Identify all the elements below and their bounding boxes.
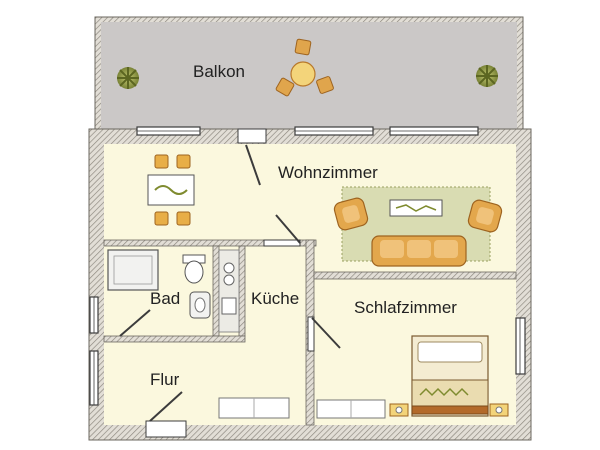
bathroom-fixtures: Bad — [107, 249, 211, 319]
room-label-bad: Bad — [150, 289, 180, 308]
balcony-table-icon — [275, 38, 334, 97]
door-leaf — [311, 317, 341, 349]
armchair-icon — [467, 199, 503, 233]
sofa-icon — [371, 235, 467, 267]
room-label-wohnzimmer: Wohnzimmer — [278, 163, 378, 182]
sink-icon — [189, 291, 211, 319]
wardrobe-icon — [316, 399, 386, 419]
plant-icon — [117, 67, 139, 89]
hallway-cabinet-icon — [218, 397, 290, 419]
door-leaf — [245, 144, 261, 186]
door-leaf — [275, 214, 301, 244]
window — [515, 317, 526, 375]
nightstand-icon — [389, 403, 409, 417]
armchair-icon — [333, 197, 369, 231]
nightstand-icon — [489, 403, 509, 417]
stove-icon — [223, 262, 235, 274]
bed-icon — [411, 335, 489, 417]
coffee-table-icon — [389, 199, 443, 217]
stove-icon — [223, 274, 235, 286]
floors — [104, 144, 516, 425]
room-label-balkon: Balkon — [193, 62, 245, 81]
doors — [119, 128, 341, 438]
toilet-icon — [182, 254, 206, 284]
door-leaf — [149, 391, 183, 422]
balcony-furniture: Balkon — [117, 38, 498, 97]
kitchen-counter — [218, 249, 240, 333]
room-label-kueche: Küche — [251, 289, 299, 308]
balcony — [94, 16, 524, 130]
room-label-flur: Flur — [150, 370, 180, 389]
shower-tray-icon — [107, 249, 159, 291]
kitchen-sink-icon — [221, 297, 237, 315]
door-leaf — [119, 309, 151, 337]
plant-icon — [476, 65, 498, 87]
dining-set-icon — [147, 154, 195, 226]
room-label-schlafzimmer: Schlafzimmer — [354, 298, 457, 317]
